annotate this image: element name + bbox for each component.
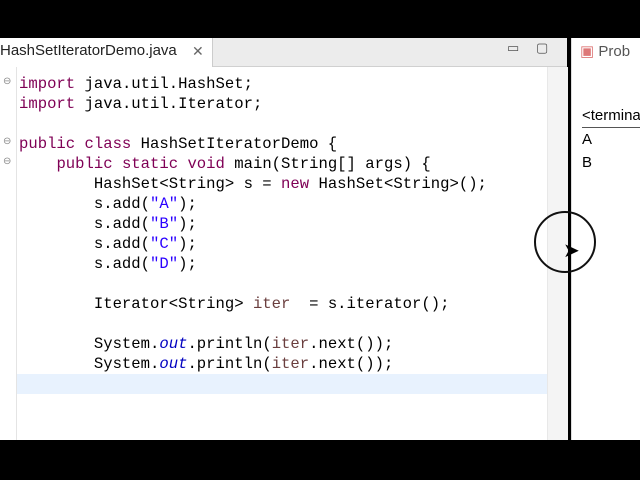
- code-line[interactable]: s.add("D");: [19, 254, 487, 274]
- code-token: import: [19, 95, 76, 113]
- code-line[interactable]: System.out.println(iter.next());: [19, 334, 487, 354]
- code-token: import: [19, 75, 76, 93]
- code-line[interactable]: import java.util.Iterator;: [19, 94, 487, 114]
- editor-tab-bar: HashSetIteratorDemo.java ✕ ▭ ▢: [0, 38, 567, 67]
- console-header: <termina: [582, 104, 640, 128]
- code-line[interactable]: s.add("B");: [19, 214, 487, 234]
- fold-icon[interactable]: ⊖: [3, 156, 12, 167]
- code-token: );: [178, 235, 197, 253]
- code-token: s.add(: [19, 235, 151, 253]
- top-black-bar: [0, 0, 640, 38]
- fold-icon[interactable]: ⊖: [3, 136, 12, 147]
- code-token: HashSet<String> s =: [19, 175, 282, 193]
- code-token: "C": [150, 235, 179, 253]
- close-icon[interactable]: ✕: [192, 43, 204, 59]
- code-line[interactable]: System.out.println(iter.next());: [19, 354, 487, 374]
- code-line[interactable]: [19, 114, 487, 134]
- mouse-pointer-icon: ➤: [563, 240, 580, 262]
- code-token: java.util.HashSet;: [84, 75, 253, 93]
- code-token: public class: [19, 135, 132, 153]
- cursor-highlight-circle: [534, 211, 596, 273]
- editor-tab-label: HashSetIteratorDemo.java: [0, 42, 177, 59]
- code-token: "D": [150, 255, 179, 273]
- code-line[interactable]: Iterator<String> iter = s.iterator();: [19, 294, 487, 314]
- code-token: .next());: [309, 355, 394, 373]
- code-token: .next());: [309, 335, 394, 353]
- code-line[interactable]: [19, 274, 487, 294]
- code-token: Iterator<String>: [19, 295, 253, 313]
- minimize-icon[interactable]: ▭: [507, 40, 520, 55]
- code-line[interactable]: import java.util.HashSet;: [19, 74, 487, 94]
- code-token: );: [178, 195, 197, 213]
- code-line[interactable]: public static void main(String[] args) {: [19, 154, 487, 174]
- code-token: iter: [271, 355, 310, 373]
- code-token: HashSet<String>();: [318, 175, 487, 193]
- code-line[interactable]: [19, 374, 487, 394]
- code-token: out: [159, 355, 188, 373]
- code-token: java.util.Iterator;: [84, 95, 263, 113]
- line-ruler: ⊖ ⊖ ⊖: [0, 67, 17, 440]
- code-line[interactable]: public class HashSetIteratorDemo {: [19, 134, 487, 154]
- current-line-highlight: [17, 374, 547, 394]
- code-token: new: [281, 175, 310, 193]
- problems-tab[interactable]: ▣ Prob: [580, 42, 630, 60]
- problems-tab-label: Prob: [598, 43, 631, 60]
- code-token: System.: [19, 355, 160, 373]
- code-token: s.add(: [19, 215, 151, 233]
- console-output: <termina A B: [582, 104, 640, 174]
- console-line: A: [582, 131, 593, 148]
- code-line[interactable]: HashSet<String> s = new HashSet<String>(…: [19, 174, 487, 194]
- code-token: [19, 155, 56, 173]
- code-line[interactable]: s.add("A");: [19, 194, 487, 214]
- code-token: iter: [252, 295, 291, 313]
- code-token: "B": [150, 215, 179, 233]
- code-token: );: [178, 215, 197, 233]
- code-token: out: [159, 335, 188, 353]
- code-token: iter: [271, 335, 310, 353]
- code-token: main(String[] args) {: [234, 155, 431, 173]
- code-token: HashSetIteratorDemo {: [140, 135, 338, 153]
- code-token: public static void: [56, 155, 225, 173]
- code-line[interactable]: s.add("C");: [19, 234, 487, 254]
- code-token: System.: [19, 335, 160, 353]
- code-token: s.add(: [19, 255, 151, 273]
- code-line[interactable]: [19, 314, 487, 334]
- console-line: B: [582, 154, 593, 171]
- code-token: .println(: [187, 335, 272, 353]
- code-text[interactable]: import java.util.HashSet;import java.uti…: [19, 74, 487, 394]
- code-editor[interactable]: HashSetIteratorDemo.java ✕ ▭ ▢ ⊖ ⊖ ⊖ imp…: [0, 38, 568, 440]
- code-token: .println(: [187, 355, 272, 373]
- problems-icon: ▣: [580, 43, 595, 60]
- code-token: );: [178, 255, 197, 273]
- bottom-black-bar: [0, 440, 640, 480]
- editor-tab[interactable]: HashSetIteratorDemo.java ✕: [0, 38, 213, 67]
- maximize-icon[interactable]: ▢: [536, 40, 549, 55]
- fold-icon[interactable]: ⊖: [3, 76, 12, 87]
- code-token: s.add(: [19, 195, 151, 213]
- code-token: "A": [150, 195, 179, 213]
- code-token: = s.iterator();: [309, 295, 450, 313]
